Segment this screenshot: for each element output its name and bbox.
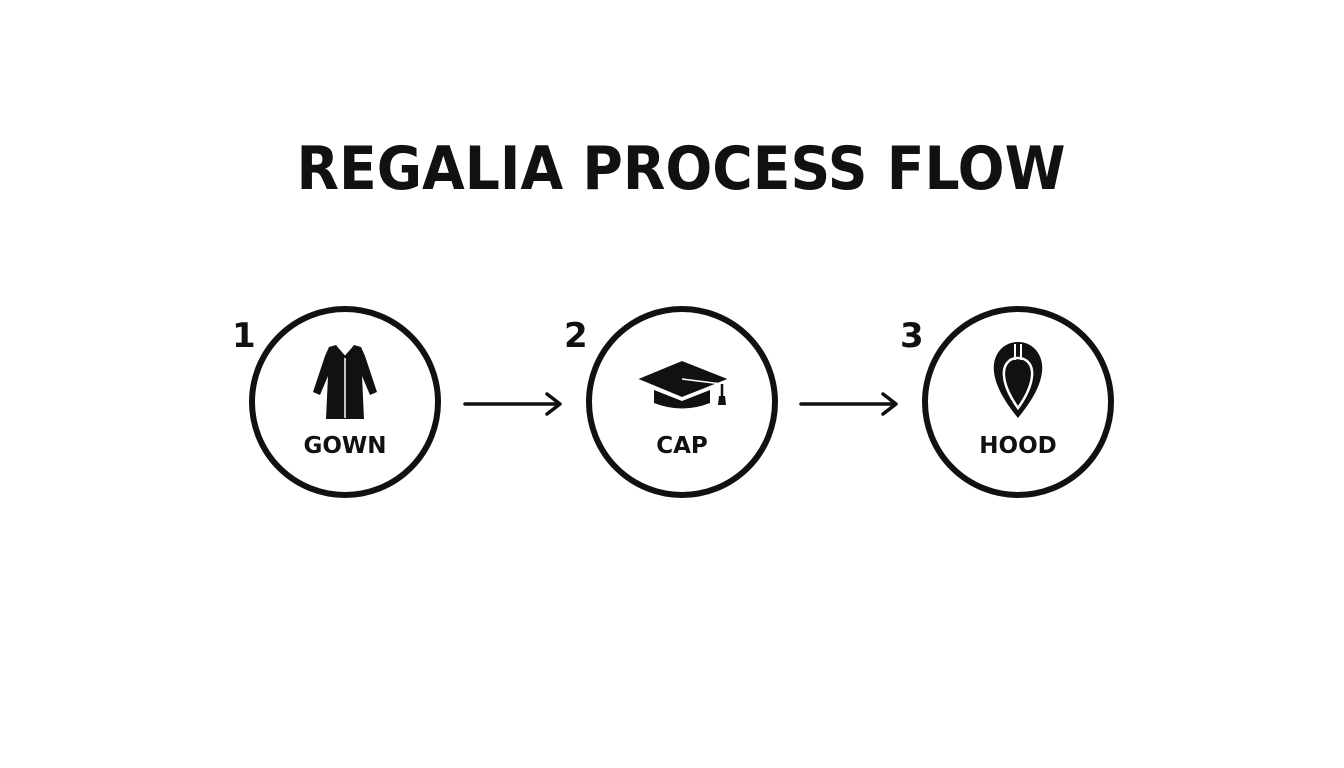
diagram-title: REGALIA PROCESS FLOW [296, 134, 1066, 204]
step-circle [249, 306, 441, 498]
step-hood: HOOD [922, 306, 1114, 498]
step-cap: CAP [586, 306, 778, 498]
step-circle [586, 306, 778, 498]
hood-icon [993, 342, 1043, 418]
step-circle [922, 306, 1114, 498]
step-label-gown: GOWN [303, 433, 387, 459]
step-label-hood: HOOD [979, 433, 1057, 459]
arrow-right-icon [799, 392, 898, 416]
gown-icon [313, 345, 377, 419]
step-label-cap: CAP [656, 433, 708, 459]
graduation-cap-icon [635, 359, 731, 409]
step-number-3: 3 [900, 316, 924, 356]
step-number-2: 2 [564, 316, 588, 356]
step-number-1: 1 [232, 316, 256, 356]
arrow-right-icon [463, 392, 562, 416]
step-gown: GOWN [249, 306, 441, 498]
